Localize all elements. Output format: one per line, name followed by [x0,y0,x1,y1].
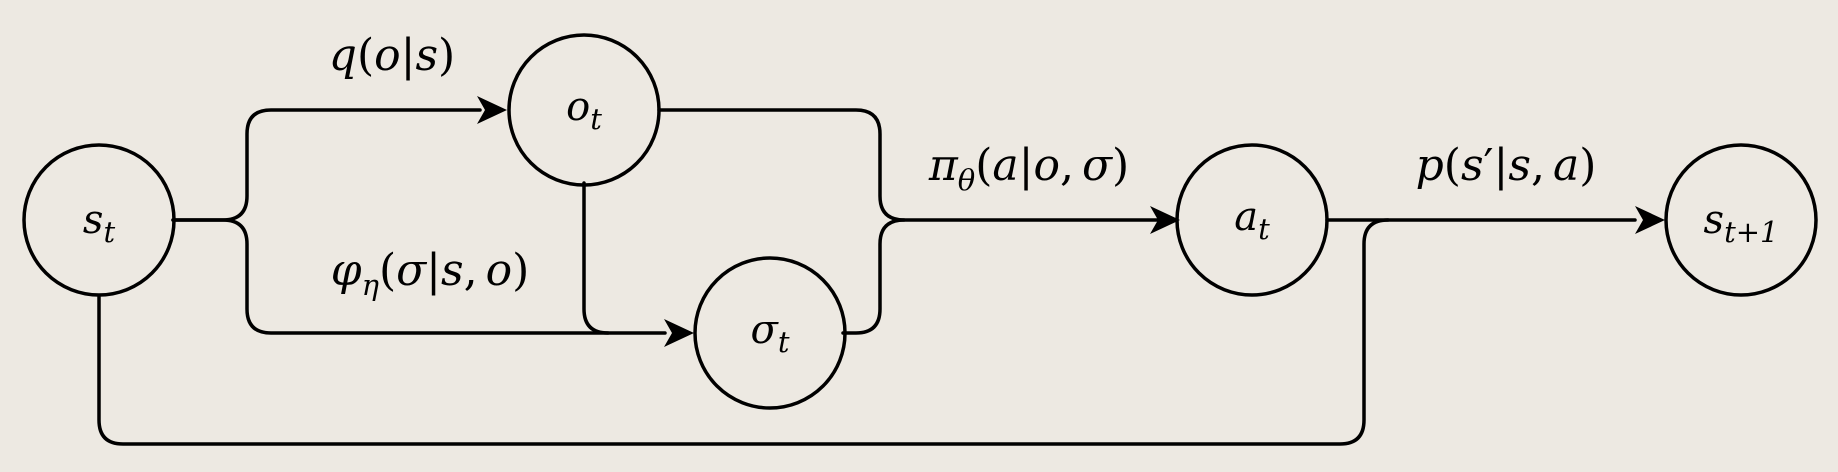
node-sigma-t: σt [693,256,847,410]
label-policy-pi: πθ(a|o,σ) [928,140,1129,197]
node-sigma-t-label: σt [751,307,790,359]
label-privileged-cond-1: s [441,245,464,296]
edge-s-to-o [171,108,482,222]
label-privileged-bar: | [426,245,441,296]
label-policy-close: ) [1112,140,1129,191]
node-s-t-plus-1-label: st+1 [1704,197,1779,249]
edges [97,108,1637,446]
label-policy-cond-1: o [1033,140,1060,191]
label-transition-prime: ′ [1484,140,1494,191]
label-observation-q: q(o|s) [329,30,455,81]
label-privileged-open: ( [379,245,396,296]
label-transition-cond-2: a [1553,140,1579,191]
node-o-t-label: ot [566,84,602,136]
label-privileged-fn: φ [331,245,362,296]
node-a-t-label: at [1234,194,1270,246]
node-s-t-symbol: s [83,197,104,243]
node-o-t-circle [507,33,661,187]
arrowhead-into-a [1150,206,1180,234]
label-policy-bar: | [1019,140,1034,191]
label-transition-bar: | [1494,140,1509,191]
label-observation-close: ) [438,30,455,81]
label-observation-bar: | [401,30,416,81]
label-observation-arg: o [374,30,401,81]
node-s-t-plus-1-subscript: t+1 [1724,215,1778,249]
edge-s-to-sigma [171,218,667,335]
node-s-t-plus-1-circle [1664,143,1818,297]
label-policy-comma: , [1060,140,1074,191]
label-privileged-cond-2: o [486,245,513,296]
node-s-t-plus-1: st+1 [1664,143,1818,297]
edge-o-to-a [657,108,1160,222]
label-policy-cond-2: σ [1082,140,1114,191]
node-sigma-t-subscript: t [778,325,790,359]
node-o-t-symbol: o [566,84,590,130]
edge-o-to-sigma [582,181,610,335]
label-observation-cond: s [415,30,438,81]
label-observation-fn: q [329,30,357,81]
label-observation-open: ( [357,30,374,81]
label-policy-fn: π [928,140,959,191]
label-transition-arg: s [1461,140,1484,191]
label-policy-arg: a [992,140,1018,191]
edge-s-to-snext [97,218,1390,446]
label-privileged-comma: , [464,245,478,296]
node-sigma-t-symbol: σ [751,307,780,353]
node-a-t-subscript: t [1258,212,1270,246]
label-transition-comma: , [1531,140,1545,191]
node-a-t: at [1175,143,1329,297]
node-s-t-label: st [83,197,116,249]
node-sigma-t-circle [693,256,847,410]
node-a-t-circle [1175,143,1329,297]
node-a-t-symbol: a [1234,194,1258,240]
arrowhead-into-o [477,96,507,124]
arrowhead-into-sigma [664,319,694,347]
arrowheads [477,96,1665,347]
label-transition-open: ( [1444,140,1461,191]
label-privileged-arg: σ [396,245,428,296]
label-policy-fn-sub: θ [958,163,975,197]
label-transition-cond-1: s [1508,140,1531,191]
node-s-t-subscript: t [103,215,115,249]
label-transition-p: p(s′|s,a) [1416,140,1597,191]
arrowhead-into-snext [1635,206,1665,234]
node-o-t: ot [507,33,661,187]
label-privileged-phi: φη(σ|s,o) [331,245,530,302]
label-policy-open: ( [975,140,992,191]
node-o-t-subscript: t [590,102,602,136]
node-s-t-circle [22,143,176,297]
edge-sigma-to-a [841,218,906,335]
label-privileged-close: ) [512,245,529,296]
label-transition-fn: p [1416,140,1444,191]
node-s-t: st [22,143,176,297]
label-transition-close: ) [1579,140,1596,191]
label-privileged-fn-sub: η [362,268,380,302]
node-s-t-plus-1-symbol: s [1704,197,1725,243]
